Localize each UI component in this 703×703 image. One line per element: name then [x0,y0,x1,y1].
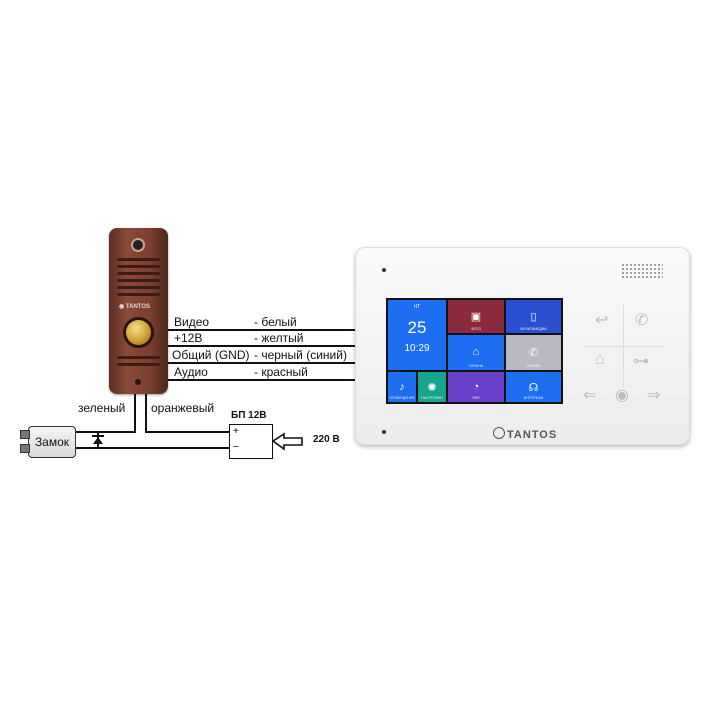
power-supply-unit: + – [229,424,273,459]
monitor-brand: TANTOS [507,429,558,441]
tantos-logo-icon [493,427,505,439]
psu-minus: – [233,441,239,452]
phone-device-icon: ▯ [530,310,537,323]
lock-device: Замок [20,426,76,458]
mic-icon [382,430,386,434]
monitor-screen: ЧТ 25 10:29 ▣ ФОТО ▯ МУЛЬТИМЕДИА ⌂ ОХРАН… [386,298,563,404]
photo-icon: ▣ [470,310,482,323]
green-wire [74,394,136,433]
orange-wire [145,394,229,433]
screw-icon [135,379,141,385]
power-input-arrow-icon [271,432,303,451]
lock-label: Замок [34,435,70,449]
back-icon[interactable]: ↩ [595,312,609,329]
call-button [126,320,151,345]
power-wire-label: +12В [174,331,203,345]
ground-wire-color: - черный (синий) [254,348,347,362]
sensor-icon [382,268,386,272]
video-wire-color: - белый [254,315,297,329]
tile-settings[interactable]: ✺ НАСТРОЙКИ [418,372,446,402]
psu-input-voltage: 220 В [313,434,340,445]
gear-icon: ✺ [427,382,437,394]
green-wire-label: зеленый [78,401,126,415]
handset-icon[interactable]: ✆ [635,312,649,329]
power-wire-color: - желтый [254,331,304,345]
lock-button-icon[interactable]: ⌂ [595,351,605,368]
diode-icon [92,435,104,444]
tile-security[interactable]: ⌂ ОХРАНА [448,335,504,370]
video-wire-label: Видео [174,315,210,329]
headset-icon: ☊ [528,382,539,394]
left-arrow-icon[interactable]: ⇐ [583,387,597,404]
ground-wire-label: Общий (GND) [172,348,250,362]
door-call-panel: ◉ TANTOS [109,228,168,394]
audio-wire-color: - красный [254,365,308,379]
handset-icon: ✆ [528,346,539,359]
right-arrow-icon[interactable]: ⇒ [647,387,661,404]
key-icon[interactable]: ⊶ [633,353,649,370]
bell-icon: ♪ [399,381,405,393]
camera-button-icon[interactable]: ◉ [615,387,629,404]
tile-multimedia[interactable]: ▯ МУЛЬТИМЕДИА [506,300,561,333]
audio-wire-label: Аудио [174,365,208,379]
panel-brand: ◉ TANTOS [119,304,151,310]
clock-time: 10:29 [404,343,430,354]
speaker-grille [621,263,663,279]
orange-wire-label: оранжевый [151,401,215,415]
tile-intercom[interactable]: ☊ ИНТЕРКОМ [506,372,561,402]
tile-notification[interactable]: ♪ ОПОВЕЩЕНИЕ [388,372,416,402]
wifi-icon: ◔ [472,381,480,393]
datetime-panel: ЧТ 25 10:29 [388,300,446,370]
psu-plus: + [233,426,239,437]
weekday: ЧТ [413,304,421,310]
date-number: 25 [407,318,427,337]
lock-icon: ⌂ [472,345,480,358]
camera-icon [133,240,143,250]
psu-title: БП 12В [231,410,267,421]
tile-photo[interactable]: ▣ ФОТО [448,300,504,333]
tile-call[interactable]: ✆ ВЫЗОВ [506,335,561,370]
tile-wifi[interactable]: ◔ WiFi [448,372,504,402]
